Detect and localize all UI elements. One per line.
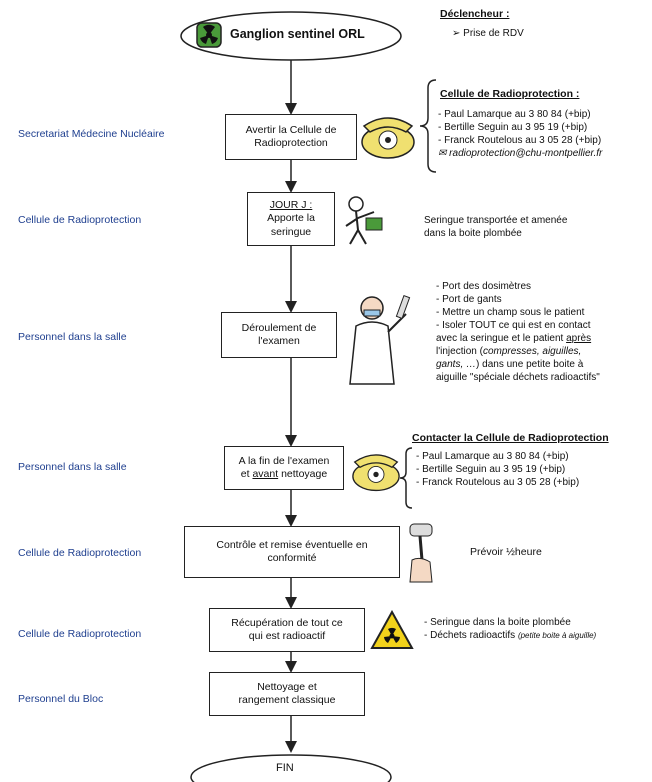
contact1-email: radioprotection@chu-montpellier.fr [449,148,603,159]
step3-role: Personnel dans la salle [18,331,127,343]
step1-line2: Radioprotection [254,137,328,149]
exam-note-line: - Isoler TOUT ce qui est en contact [436,320,591,331]
step4-box: A la fin de l'examen et avant nettoyage [224,446,344,490]
step4-line2-b: nettoyage [278,468,328,480]
step2-role: Cellule de Radioprotection [18,214,142,226]
exam-note-line: - Port des dosimètres [436,281,532,292]
contact1-list: - Paul Lamarque au 3 80 84 (+bip) - Bert… [438,108,602,160]
contact2-brace [399,447,413,509]
step4-role: Personnel dans la salle [18,461,127,473]
exam-note-italic: compresses, aiguilles, [482,346,582,357]
step4-line2-a: et [240,468,253,480]
contact1-line: - Paul Lamarque au 3 80 84 (+bip) [438,109,591,120]
exam-note-italic: gants, … [436,359,477,370]
step6-role: Cellule de Radioprotection [18,628,142,640]
exam-notes: - Port des dosimètres - Port de gants - … [436,280,600,384]
exam-note-line: - Port de gants [436,294,502,305]
dosimeter-probe-icon [400,520,442,586]
step3-line2: l'examen [258,335,300,347]
final-notes: - Seringue dans la boite plombée - Déche… [424,616,596,642]
exam-note-line: - Mettre un champ sous le patient [436,307,585,318]
step5-role: Cellule de Radioprotection [18,547,142,559]
exam-note-text: ) dans une petite boite à [476,359,584,370]
contact1-brace [419,79,437,173]
end-label: FIN [276,762,294,774]
step2-line2: Apporte la [267,212,315,225]
step6-line1: Récupération de tout ce [231,616,343,629]
exam-note-text: l'injection ( [436,346,483,357]
step5-line2: conformité [267,552,317,564]
nurse-syringe-icon [344,290,420,386]
trigger-item-label: Prise de RDV [463,28,524,39]
contact2-list: - Paul Lamarque au 3 80 84 (+bip) - Bert… [416,450,579,489]
contact1-title: Cellule de Radioprotection : [440,88,580,100]
syringe-carrier-icon [336,192,386,248]
end-ellipse [190,754,392,782]
contact2-line: - Franck Routelous au 3 05 28 (+bip) [416,477,580,488]
contact1-line: - Bertille Seguin au 3 95 19 (+bip) [438,122,588,133]
telephone-icon [346,446,406,494]
contact2-title: Contacter la Cellule de Radioprotection [412,432,609,444]
syringe-note: Seringue transportée et amenée dans la b… [424,214,567,240]
step1-line1: Avertir la Cellule de [245,123,337,136]
time-note: Prévoir ½heure [470,546,542,558]
exam-note-underlined: après [566,333,592,344]
radioactive-logo-icon [196,22,222,48]
final-note-text: - Déchets radioactifs [424,630,518,641]
step7-line2: rangement classique [238,694,336,706]
step7-role: Personnel du Bloc [18,693,104,705]
start-label: Ganglion sentinel ORL [230,27,365,41]
contact2-line: - Bertille Seguin au 3 95 19 (+bip) [416,464,566,475]
contact1-line: - Franck Routelous au 3 05 28 (+bip) [438,135,602,146]
step7-line1: Nettoyage et [257,680,317,693]
start-ellipse [180,11,402,61]
final-note-line: - Seringue dans la boite plombée [424,617,571,628]
step2-box: JOUR J : Apporte la seringue [247,192,335,246]
syringe-note-line: dans la boite plombée [424,228,522,239]
step6-line2: qui est radioactif [248,630,326,642]
step3-line1: Déroulement de [241,321,317,334]
final-note-italic: (petite boite à aiguille) [517,631,597,640]
contact2-line: - Paul Lamarque au 3 80 84 (+bip) [416,451,569,462]
step4-line1: A la fin de l'examen [238,454,330,467]
step4-line2-underlined: avant [252,468,279,480]
step2-line1: JOUR J : [269,199,313,212]
trigger-title: Déclencheur : [440,8,510,20]
step5-line1: Contrôle et remise éventuelle en [216,538,368,551]
telephone-icon [358,108,418,162]
arrow-bullet-icon: ➢ [452,28,464,39]
step1-role: Secretariat Médecine Nucléaire [18,128,165,140]
exam-note-text: avec la seringue et le patient [436,333,567,344]
exam-note-line: aiguille "spéciale déchets radioactifs" [436,372,600,383]
radiation-warning-icon [370,609,414,650]
step2-line3: seringue [270,225,312,238]
mail-icon: ✉ [438,148,450,159]
syringe-note-line: Seringue transportée et amenée [424,215,568,226]
trigger-item: ➢ Prise de RDV [452,28,524,39]
